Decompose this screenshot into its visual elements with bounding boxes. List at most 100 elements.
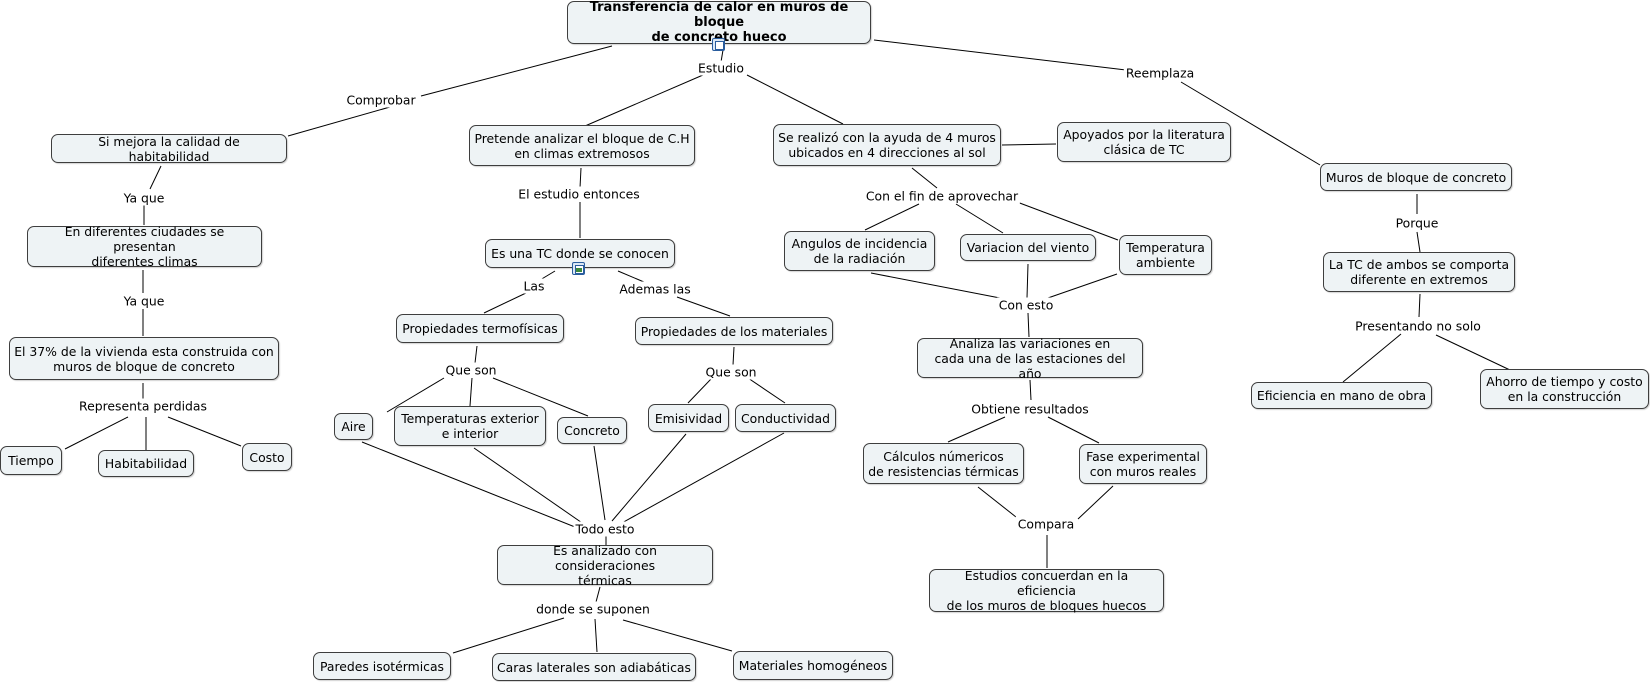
connector-line [1001,143,1057,146]
connector-line [1026,263,1029,299]
connector-line [746,74,844,125]
concept-ciudades[interactable]: En diferentes ciudades se presentan dife… [27,224,262,269]
connector-line [732,346,735,366]
link-ademas: Ademas las [617,281,693,297]
concept-analizado[interactable]: Es analizado con consideraciones térmica… [497,543,713,588]
connector-line [622,619,733,652]
concept-prop-termo[interactable]: Propiedades termofísicas [396,314,564,343]
connector-line [611,433,687,522]
connector-line [287,102,405,137]
concept-aire[interactable]: Aire [334,413,373,440]
concept-pretende[interactable]: Pretende analizar el bloque de C.H en cl… [469,125,695,166]
connector-line [1342,333,1402,383]
concept-vivienda[interactable]: El 37% de la vivienda esta construida co… [9,337,279,380]
connector-line [579,167,582,189]
connector-line [474,345,478,364]
connector-line [687,378,712,404]
connector-line [720,49,724,63]
connector-line [1027,312,1030,338]
link-ya-que-1: Ya que [121,190,167,206]
link-comprobar: Comprobar [344,92,418,108]
concept-se-realizo[interactable]: Se realizó con la ayuda de 4 muros ubica… [773,124,1001,166]
connector-line [149,165,162,190]
connector-line [167,416,242,447]
connector-line [1029,379,1032,401]
link-con-esto: Con esto [996,297,1056,313]
connector-line [469,377,473,407]
link-reemplaza: Reemplaza [1123,65,1197,81]
link-presentando: Presentando no solo [1353,318,1483,334]
concept-tiempo[interactable]: Tiempo [0,446,62,475]
connector-line [1047,416,1100,444]
connector-line [1044,273,1118,300]
link-todo-esto: Todo esto [573,521,637,537]
concept-costo[interactable]: Costo [242,443,292,471]
connector-line [676,296,731,317]
connector-line [1180,81,1321,166]
connector-line [1435,334,1511,371]
connector-line [955,203,1004,234]
concept-analiza-var[interactable]: Analiza las variaciones en cada una de l… [917,336,1143,381]
concept-habitabilidad[interactable]: Habitabilidad [98,450,194,477]
link-fin: Con el fin de aprovechar [863,188,1021,204]
concept-prop-mat[interactable]: Propiedades de los materiales [635,317,833,345]
concept-habitabilidad-check[interactable]: Si mejora la calidad de habitabilidad [51,134,287,164]
concept-fase[interactable]: Fase experimental con muros reales [1079,444,1207,484]
connector-line [492,377,589,417]
concept-viento[interactable]: Variacion del viento [960,234,1096,261]
connector-line [483,292,527,314]
connector-line [361,441,581,530]
link-el-estudio: El estudio entonces [516,186,642,202]
link-las: Las [521,278,547,294]
concept-angulos[interactable]: Angulos de incidencia de la radiación [784,231,935,271]
connector-line [747,377,786,404]
concept-muros-bloque[interactable]: Muros de bloque de concreto [1320,163,1512,191]
concept-calculos[interactable]: Cálculos númericos de resistencias térmi… [863,443,1024,484]
concept-ahorro[interactable]: Ahorro de tiempo y costo en la construcc… [1480,369,1649,409]
link-ya-que-2: Ya que [121,293,167,309]
connector-line [1416,231,1421,253]
connector-line [473,447,589,528]
concept-conductividad[interactable]: Conductividad [735,404,836,432]
concept-temperaturas[interactable]: Temperaturas exterior e interior [394,406,546,446]
connector-line [584,74,704,127]
concept-paredes[interactable]: Paredes isotérmicas [313,652,451,680]
link-donde: donde se suponen [534,601,652,617]
connector-line [1418,293,1421,318]
connector-line [873,39,1127,71]
link-que-son-1: Que son [443,362,499,378]
link-porque: Porque [1393,215,1441,231]
concept-apoyados[interactable]: Apoyados por la literatura clásica de TC [1057,122,1231,162]
connector-line [593,445,606,521]
concept-materiales[interactable]: Materiales homogéneos [733,651,893,680]
connector-line [1016,201,1119,241]
concept-emisividad[interactable]: Emisividad [648,404,729,432]
link-compara: Compara [1015,516,1077,532]
concept-caras[interactable]: Caras laterales son adiabáticas [492,653,696,681]
concept-eficiencia[interactable]: Eficiencia en mano de obra [1251,382,1432,409]
root-concept[interactable]: Transferencia de calor en muros de bloqu… [567,0,871,45]
connector-line [594,618,598,653]
image-icon[interactable] [572,262,585,275]
resource-icon[interactable] [712,38,725,51]
connector-line [1077,485,1114,520]
link-representa: Representa perdidas [77,398,209,414]
connector-line [870,272,1001,299]
connector-line [864,203,920,231]
link-obtiene: Obtiene resultados [969,401,1091,417]
connector-line [617,270,645,283]
concept-estudios[interactable]: Estudios concuerdan en la eficiencia de … [929,568,1164,613]
connector-line [420,45,613,97]
connector-line [64,416,129,450]
connector-line [911,167,938,189]
concept-tc-ambos[interactable]: La TC de ambos se comporta diferente en … [1323,252,1515,292]
connector-line [452,617,565,654]
concept-concreto[interactable]: Concreto [557,417,627,444]
link-que-son-2: Que son [703,364,759,380]
connector-line [947,416,1006,443]
link-estudio: Estudio [696,60,746,76]
connector-line [595,586,601,603]
concept-temp-amb[interactable]: Temperatura ambiente [1119,235,1212,275]
connector-line [619,432,785,525]
